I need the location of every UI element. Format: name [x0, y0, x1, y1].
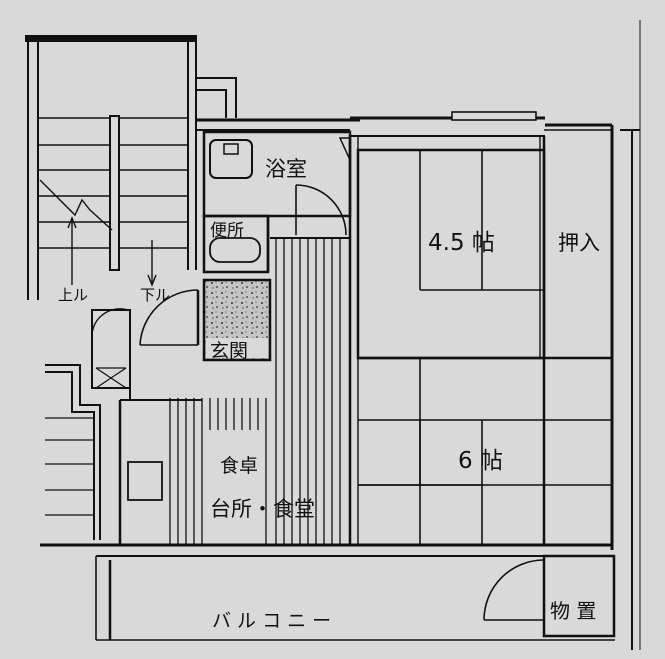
label-entrance: 玄関: [210, 340, 248, 362]
label-closet: 押入: [558, 231, 600, 255]
corridor-floorboards: [275, 238, 341, 545]
label-stairs-down: 下ル: [140, 286, 170, 304]
walls: [25, 20, 641, 650]
room-labels: 浴室 便所 玄関 4.5 帖 押入 6 帖 食卓 台所・食堂 バ ル コ ニ ー…: [58, 157, 600, 632]
label-storage: 物 置: [550, 599, 596, 623]
label-balcony: バ ル コ ニ ー: [212, 610, 331, 632]
label-tatami-6: 6 帖: [458, 448, 503, 474]
label-tatami-4-5: 4.5 帖: [428, 230, 495, 256]
left-treads: [45, 417, 94, 516]
kitchen-floorboards: [169, 398, 267, 545]
label-bath: 浴室: [265, 157, 307, 181]
label-stairs-up: 上ル: [58, 286, 88, 304]
label-table: 食卓: [220, 455, 258, 477]
label-kitchen-dining: 台所・食堂: [210, 497, 315, 521]
label-toilet: 便所: [210, 221, 244, 241]
